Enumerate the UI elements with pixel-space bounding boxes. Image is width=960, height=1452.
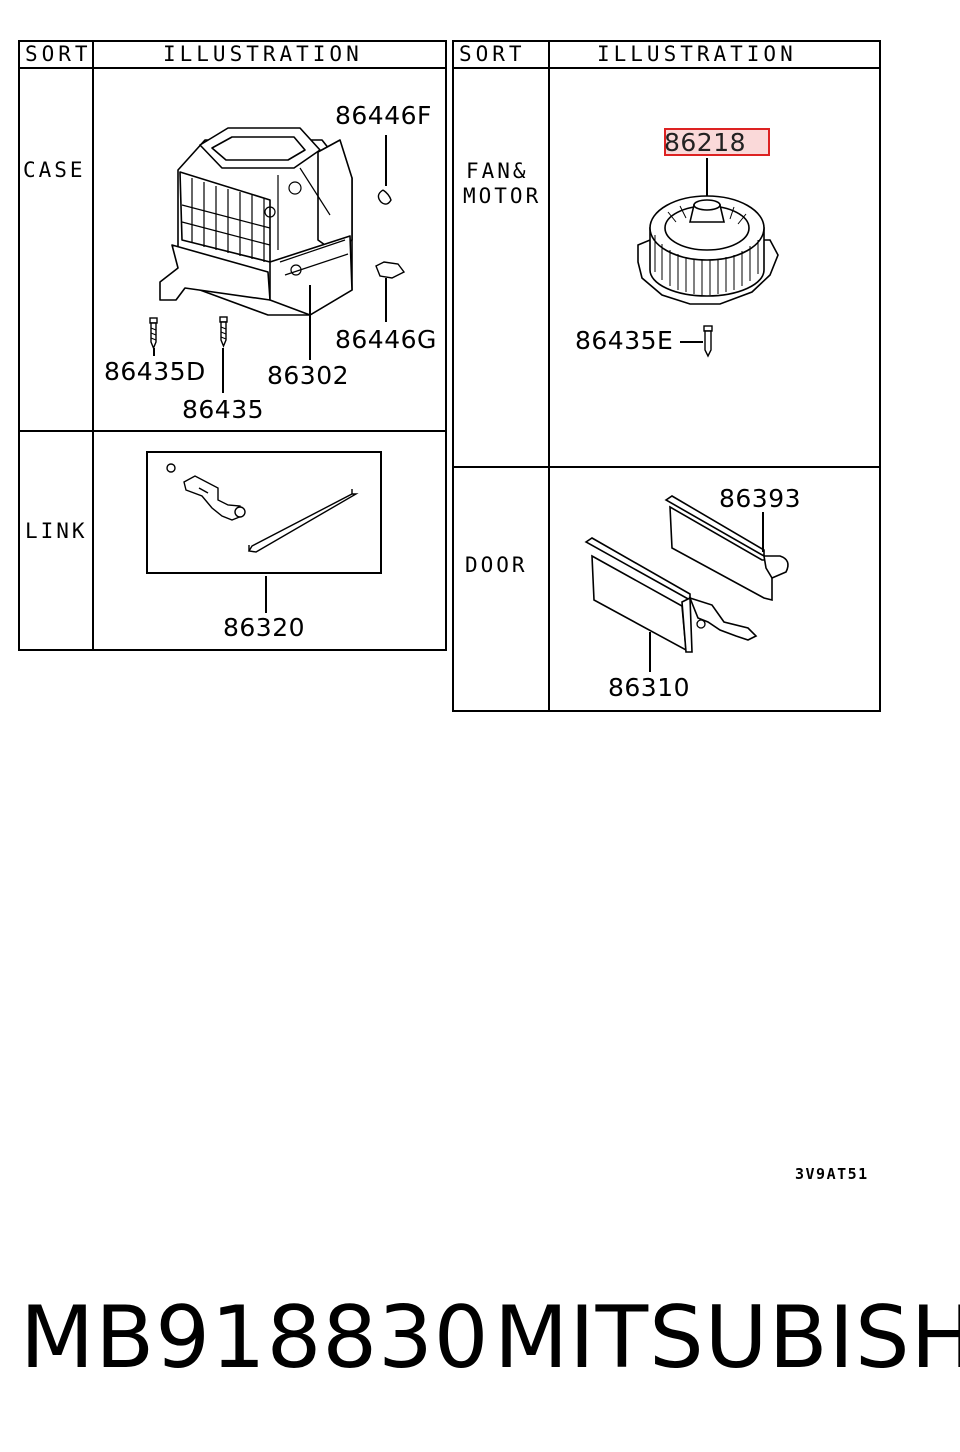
sort-label-fan-motor-line2: MOTOR — [463, 184, 542, 208]
right-table-row-divider — [452, 466, 881, 468]
diagram-code: 3V9AT51 — [795, 1165, 869, 1183]
left-table-header-divider — [18, 67, 447, 69]
part-86320: 86320 — [223, 613, 306, 642]
highlight-86218 — [664, 128, 770, 156]
part-86393: 86393 — [719, 484, 802, 513]
left-sort-header: SORT — [25, 42, 92, 66]
part-86310: 86310 — [608, 673, 691, 702]
right-parts-table — [452, 40, 881, 712]
footer-brand: MITSUBISHI — [494, 1288, 960, 1388]
right-illustration-header: ILLUSTRATION — [597, 42, 797, 66]
part-86435D: 86435D — [104, 357, 206, 386]
left-table-column-divider — [92, 40, 94, 651]
footer-part-number: MB918830 — [20, 1288, 490, 1388]
left-parts-table — [18, 40, 447, 651]
sort-label-link: LINK — [25, 519, 88, 543]
right-table-column-divider — [548, 40, 550, 712]
part-86218: 86218 — [664, 128, 747, 157]
part-86435E: 86435E — [575, 326, 674, 355]
right-sort-header: SORT — [459, 42, 526, 66]
sort-label-door: DOOR — [465, 553, 528, 577]
part-86446F: 86446F — [335, 101, 432, 130]
part-86302: 86302 — [267, 361, 350, 390]
right-table-header-divider — [452, 67, 881, 69]
left-table-row-divider — [18, 430, 447, 432]
heater-case-illustration — [146, 127, 406, 613]
sort-label-fan-motor-line1: FAN& — [466, 159, 529, 183]
fan-motor-and-door-illustration — [584, 158, 789, 672]
part-86435: 86435 — [182, 395, 265, 424]
part-86446G: 86446G — [335, 325, 437, 354]
left-illustration-header: ILLUSTRATION — [163, 42, 363, 66]
sort-label-case: CASE — [23, 158, 86, 182]
